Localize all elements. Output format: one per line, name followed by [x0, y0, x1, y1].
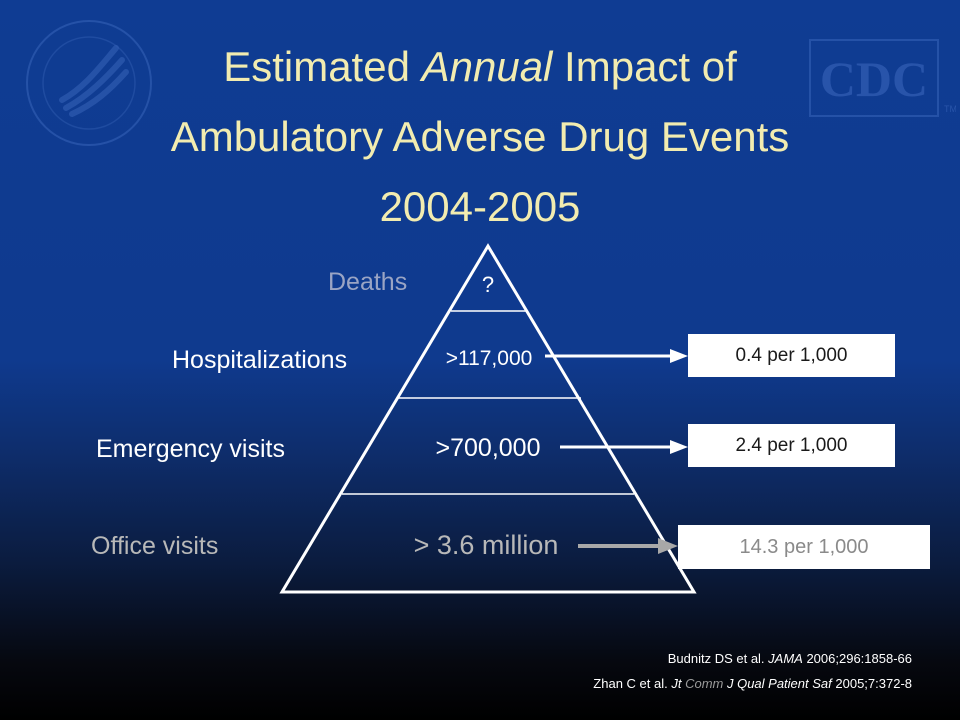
arrowhead-emergency [670, 440, 688, 454]
label-hospitalizations: Hospitalizations [172, 346, 348, 374]
title-italic-annual: Annual [421, 43, 553, 90]
citation-1: Budnitz DS et al. JAMA 2006;296:1858-66 [668, 652, 912, 665]
citation-2-jt: Jt [671, 676, 682, 691]
rate-box-hospitalizations: 0.4 per 1,000 [688, 334, 895, 377]
pyramid-outline [279, 243, 697, 594]
label-emergency-visits: Emergency visits [96, 435, 285, 463]
value-deaths: ? [481, 272, 495, 297]
rate-box-office: 14.3 per 1,000 [678, 525, 930, 569]
title-line-2: Ambulatory Adverse Drug Events [170, 113, 790, 160]
citation-1-journal: JAMA [768, 651, 803, 666]
rate-office: 14.3 per 1,000 [739, 536, 869, 558]
arrowhead-office [658, 538, 678, 554]
rate-box-emergency: 2.4 per 1,000 [688, 424, 895, 467]
citation-2-ref: 2005;7:372-8 [831, 676, 912, 691]
citation-1-author: Budnitz DS et al. [667, 651, 769, 666]
label-office-visits: Office visits [91, 532, 219, 560]
cdc-logo-tm: TM [944, 104, 956, 114]
title-line-3: 2004-2005 [379, 183, 581, 230]
value-hospitalizations: >117,000 [445, 347, 533, 370]
citation-2-author: Zhan C et al. [593, 676, 672, 691]
title-line-1: Estimated Annual Impact of [0, 46, 960, 88]
label-deaths: Deaths [328, 268, 408, 296]
title-line-1-b: Impact of [552, 43, 737, 90]
value-office-visits: > 3.6 million [413, 530, 559, 560]
cdc-logo-text: CDC [820, 51, 928, 107]
cdc-logo: CDC TM [809, 39, 956, 117]
citation-2-journal: J Qual Patient Saf [723, 676, 832, 691]
rate-hospitalizations: 0.4 per 1,000 [735, 345, 848, 366]
arrowhead-hospitalizations [670, 349, 688, 363]
value-emergency-visits: >700,000 [435, 434, 541, 462]
hhs-seal-logo [26, 20, 152, 146]
citation-2-comm: Comm [681, 676, 724, 691]
rate-emergency: 2.4 per 1,000 [735, 435, 848, 456]
citation-2: Zhan C et al. Jt Comm J Qual Patient Saf… [593, 677, 912, 690]
title-line-1-a: Estimated [223, 43, 422, 90]
citation-1-ref: 2006;296:1858-66 [802, 651, 912, 666]
